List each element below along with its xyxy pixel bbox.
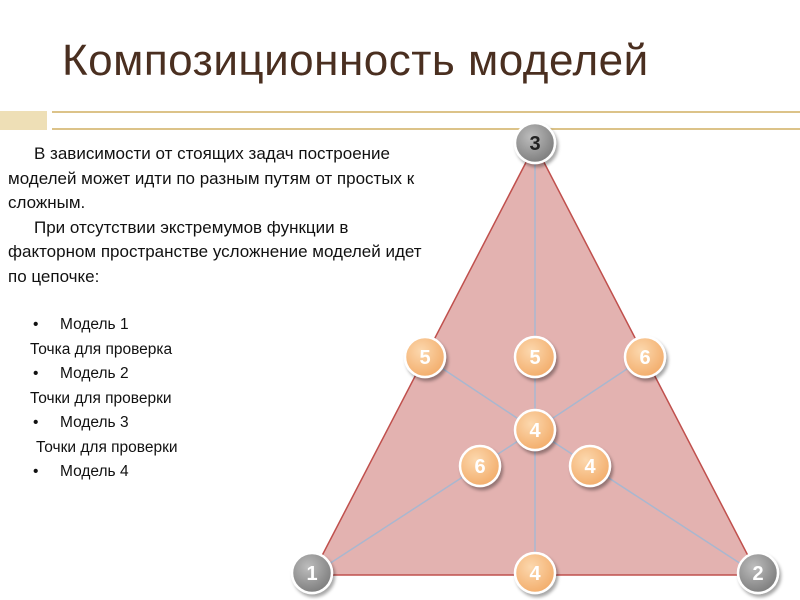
bullet-icon: • [33, 316, 39, 333]
node-bottom-mid: 4 [513, 551, 557, 595]
vertex-node-1: 1 [290, 551, 334, 595]
node-right-lower: 4 [568, 444, 612, 488]
vertex-label-3: 3 [529, 133, 540, 155]
node-label-top-mid: 5 [529, 347, 540, 369]
node-left-mid: 5 [403, 335, 447, 379]
node-top-mid: 5 [513, 335, 557, 379]
node-label-right-lower: 4 [584, 456, 596, 478]
model-label: Модель 1 [60, 316, 129, 333]
node-label-right-mid: 6 [639, 347, 650, 369]
bullet-icon: • [33, 463, 39, 480]
title-rule [52, 111, 800, 130]
paragraph-2: При отсутствии экстремумов функции в фак… [8, 217, 422, 286]
model-label: Модель 3 [60, 414, 129, 431]
slide-title: Композиционность моделей [62, 36, 649, 85]
vertex-node-3: 3 [513, 121, 557, 165]
node-center: 4 [513, 408, 557, 452]
description-text: В зависимости от стоящих задач построени… [8, 142, 433, 289]
node-label-left-mid: 5 [419, 347, 430, 369]
model-chain-list: • Модель 1 Точка для проверка • Модель 2… [30, 313, 178, 485]
accent-square [0, 111, 47, 130]
check-points-note: Точки для проверки [30, 389, 172, 407]
model-label: Модель 4 [60, 463, 129, 480]
node-right-mid: 6 [623, 335, 667, 379]
node-label-bottom-mid: 4 [529, 563, 541, 585]
bullet-icon: • [33, 414, 39, 431]
vertex-node-2: 2 [736, 551, 780, 595]
bullet-icon: • [33, 365, 39, 382]
paragraph-1: В зависимости от стоящих задач построени… [8, 144, 415, 212]
vertex-label-2: 2 [752, 563, 763, 585]
list-item: • Модель 2 [30, 362, 178, 387]
node-label-left-lower: 6 [474, 456, 485, 478]
vertex-label-1: 1 [306, 563, 317, 585]
list-item: • Модель 1 [30, 313, 178, 338]
list-item: • Модель 3 [30, 411, 178, 436]
model-label: Модель 2 [60, 365, 129, 382]
node-label-center: 4 [529, 420, 541, 442]
list-item: • Модель 4 [30, 460, 178, 485]
check-points-note: Точки для проверки [36, 438, 178, 456]
node-left-lower: 6 [458, 444, 502, 488]
check-points-note: Точка для проверка [30, 340, 173, 358]
